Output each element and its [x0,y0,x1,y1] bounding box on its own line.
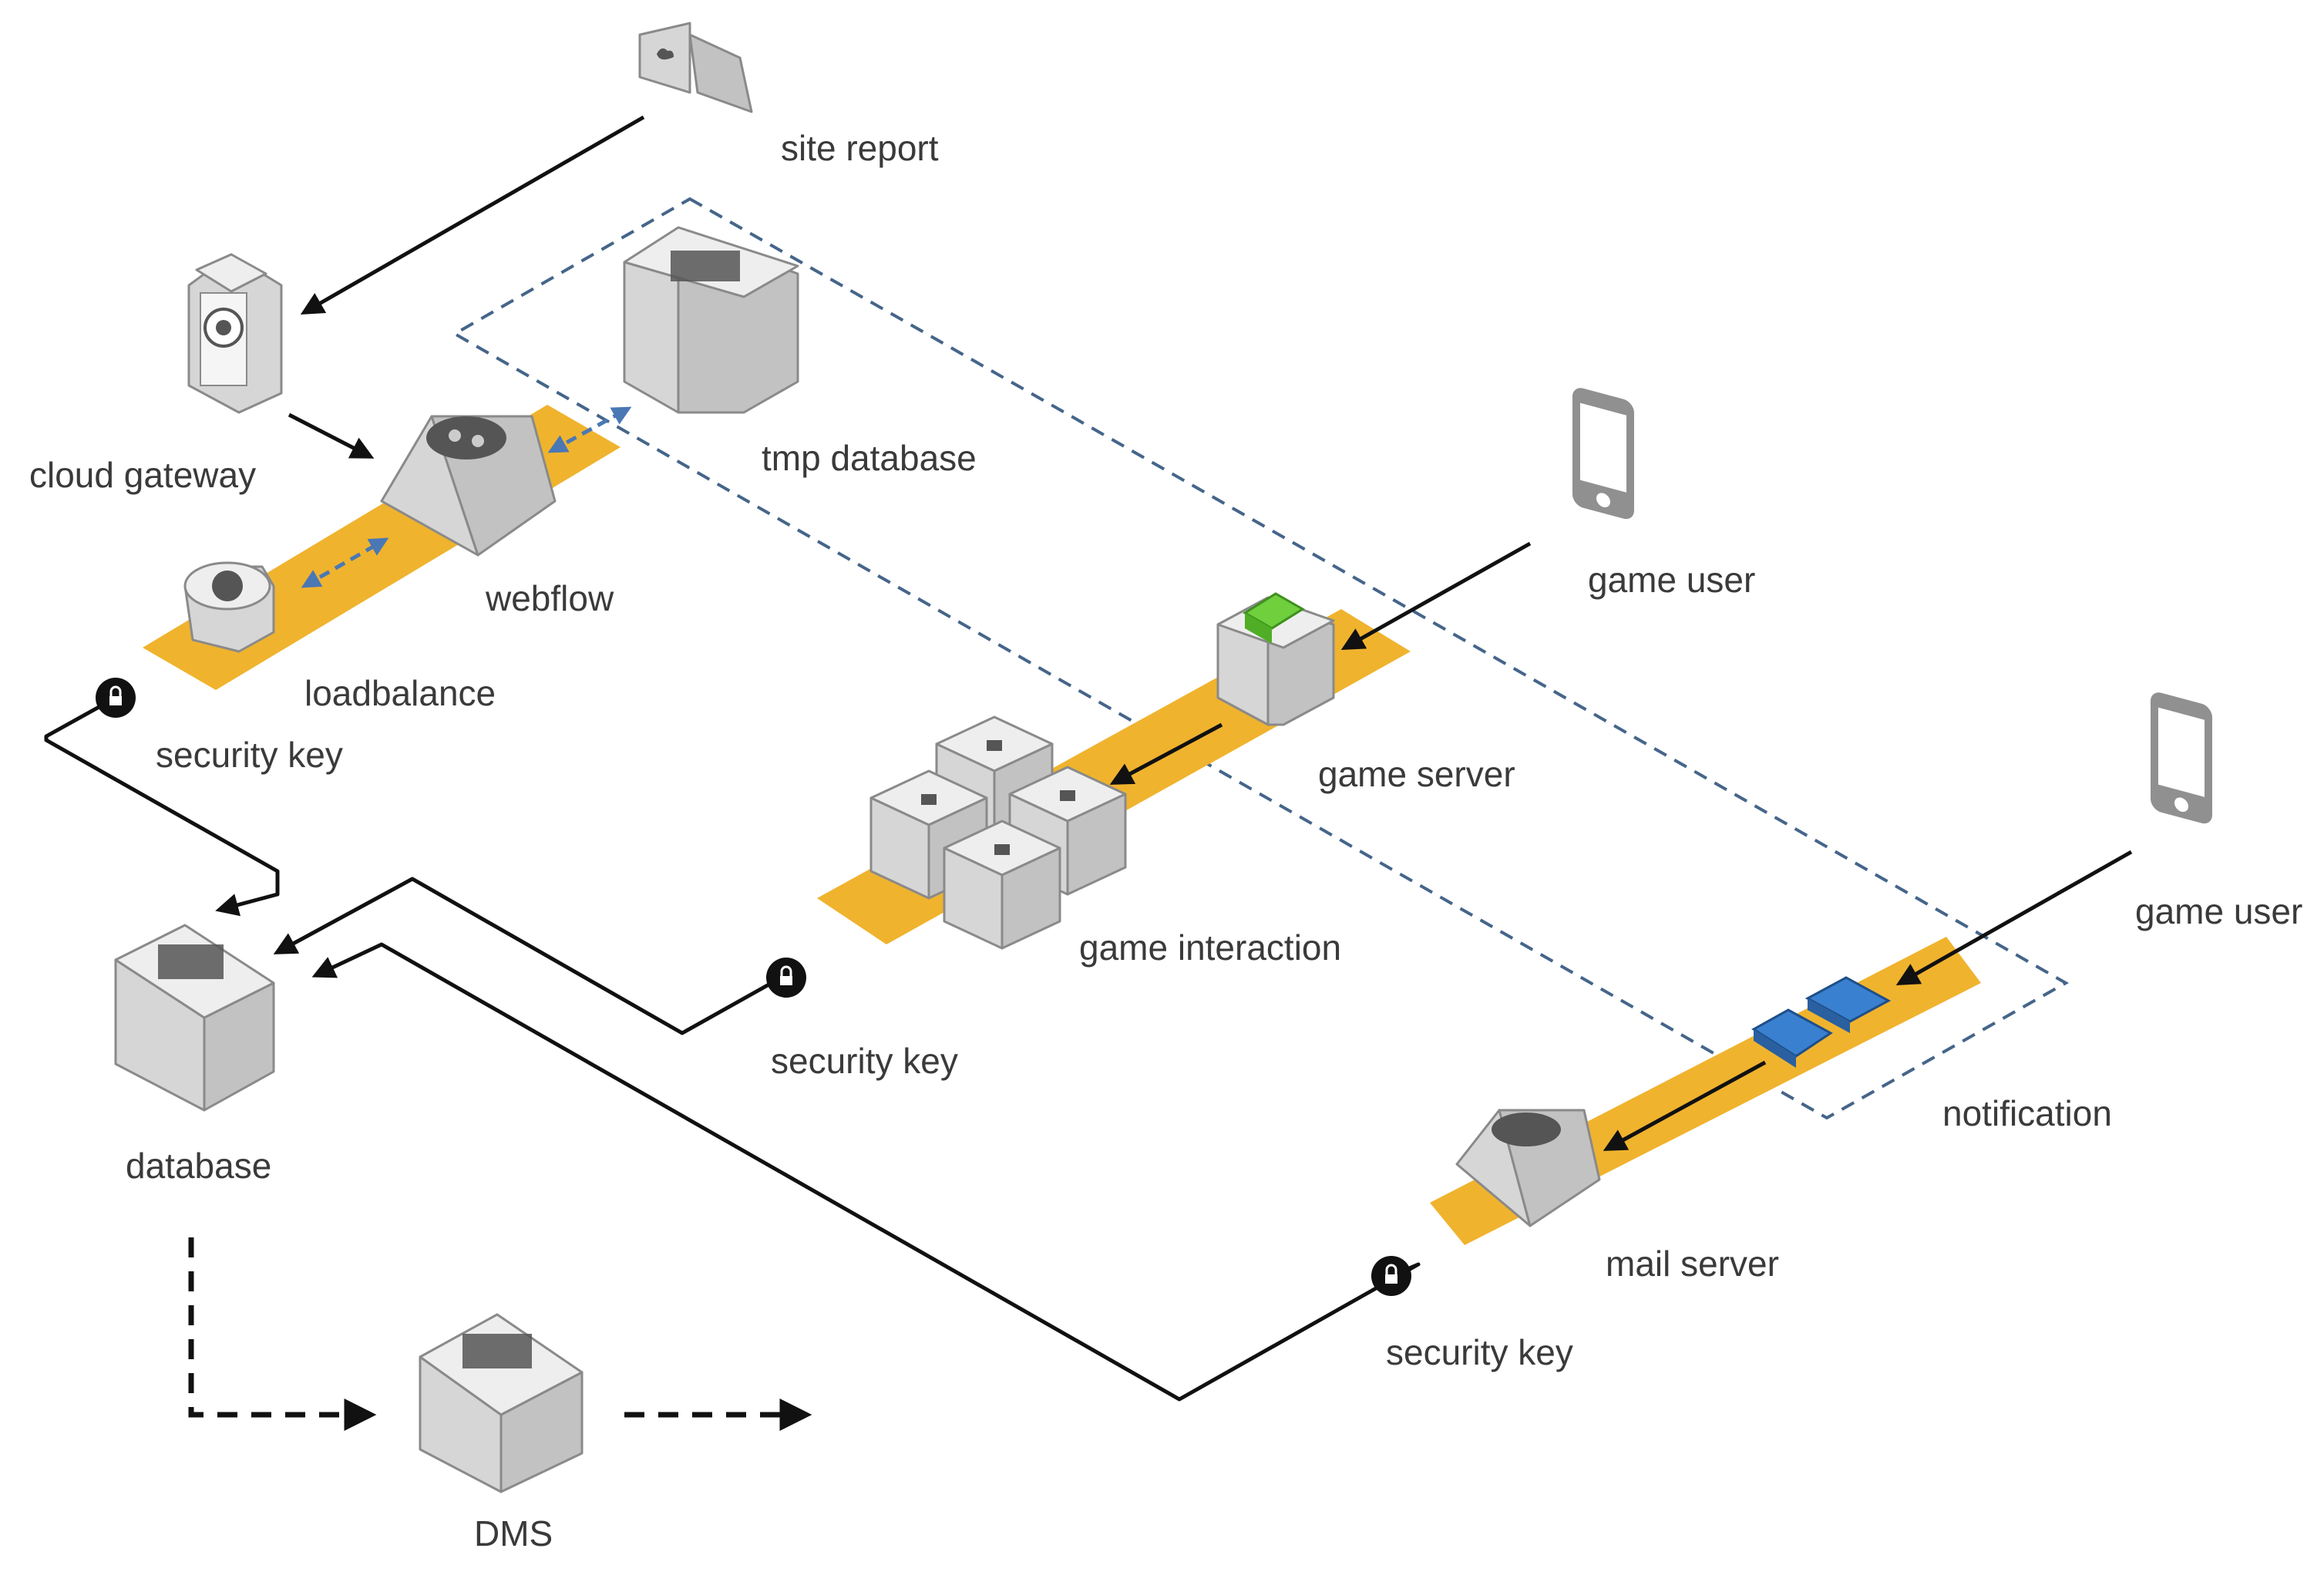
load-balancer-icon [183,561,275,653]
flow-game-server-to-interaction [1109,722,1223,785]
game-server-label: game server [1318,754,1515,794]
mobile-phone-icon [1572,388,1634,520]
lock-icon [766,958,806,998]
game-user-label: game user [2135,891,2302,931]
flow-loadbalance-to-database [44,695,280,917]
flow-gateway-to-webflow [288,412,375,459]
lock-icon [96,678,136,718]
webflow-label: webflow [485,578,614,618]
security-key-label: security key [771,1041,958,1081]
flow-database-to-dms [188,1237,377,1431]
database-server-icon [623,226,799,414]
mail-server-label: mail server [1606,1244,1779,1284]
tmp-database-label: tmp database [762,438,977,478]
game-user-label: game user [1588,560,1755,600]
flow-user-to-game-server [1340,541,1532,650]
dms-label: DMS [474,1513,553,1553]
cloud-document-icon [638,22,753,113]
notification-label: notification [1942,1093,2112,1133]
message-queue-icon [1751,976,1892,1068]
gateway-server-icon [187,253,283,414]
hub-node-icon [1455,1109,1601,1227]
cluster-icon [869,715,1127,950]
lock-icon [1371,1256,1411,1296]
mobile-phone-icon [2151,692,2212,824]
hub-node-icon [380,415,557,557]
flow-webflow-tmp-database [547,406,632,453]
security-key-label: security key [156,735,343,775]
game-interaction-label: game interaction [1079,927,1341,968]
database-icon [419,1313,584,1493]
flow-interaction-to-database [273,877,780,1035]
flow-loadbalance-webflow [301,537,389,588]
database-icon [114,924,275,1112]
trusted-zone-boundary [451,197,2070,1120]
server-icon [1216,592,1335,726]
site-report-label: site report [781,128,939,168]
cloud-gateway-label: cloud gateway [29,455,256,495]
flow-site-report-to-gateway [300,115,645,315]
conveyor-webflow [143,405,621,690]
flow-user-to-notification [1895,850,2133,985]
database-label: database [126,1146,271,1186]
security-key-label: security key [1386,1332,1573,1372]
flow-notification-to-mail [1603,1060,1767,1151]
loadbalance-label: loadbalance [304,673,496,713]
